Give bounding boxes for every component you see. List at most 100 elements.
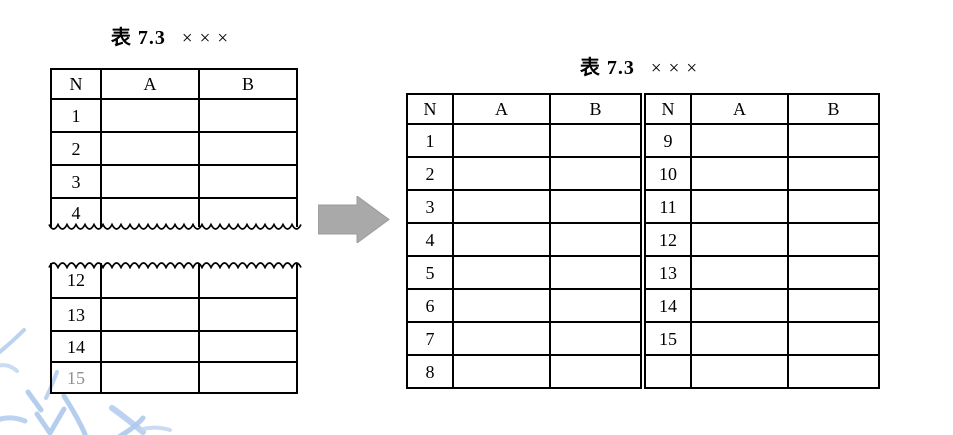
row-number: 10 bbox=[644, 156, 692, 191]
row-number: 15 bbox=[50, 361, 102, 394]
right-table-caption-placeholder: ××× bbox=[650, 58, 705, 79]
cell-a bbox=[690, 222, 789, 257]
cell-a bbox=[690, 354, 789, 389]
table-row: 3 bbox=[50, 164, 298, 199]
cell-b bbox=[198, 131, 298, 166]
cell-a bbox=[452, 321, 551, 356]
table-row: 15 bbox=[50, 361, 298, 394]
right-table-second-half: N A B 9 10 11 12 13 14 15 bbox=[644, 93, 880, 389]
table-row: 5 bbox=[406, 255, 642, 290]
cell-b bbox=[787, 321, 880, 356]
cell-a bbox=[100, 330, 200, 363]
table-row: 2 bbox=[50, 131, 298, 166]
header-row: N A B bbox=[644, 93, 880, 125]
table-row: 13 bbox=[50, 297, 298, 332]
torn-edge-wave-bottom bbox=[48, 222, 302, 230]
cell-a bbox=[452, 354, 551, 389]
col-header-n: N bbox=[644, 93, 692, 125]
table-row: 4 bbox=[406, 222, 642, 257]
row-number: 8 bbox=[406, 354, 454, 389]
cell-a bbox=[452, 288, 551, 323]
cell-b bbox=[198, 164, 298, 199]
table-row: 13 bbox=[644, 255, 880, 290]
cell-a bbox=[452, 255, 551, 290]
cell-b bbox=[549, 354, 642, 389]
transform-right-arrow-icon bbox=[318, 196, 390, 243]
cell-b bbox=[787, 288, 880, 323]
cell-b bbox=[198, 98, 298, 133]
right-table-title: 表 7.3××× bbox=[406, 51, 878, 80]
cell-b bbox=[549, 288, 642, 323]
cell-b bbox=[549, 156, 642, 191]
table-row: 6 bbox=[406, 288, 642, 323]
watermark-strokes bbox=[0, 328, 172, 435]
row-number: 14 bbox=[644, 288, 692, 323]
table-row: 2 bbox=[406, 156, 642, 191]
cell-a bbox=[690, 189, 789, 224]
cell-a bbox=[100, 361, 200, 394]
cell-a bbox=[452, 123, 551, 158]
col-header-n: N bbox=[50, 68, 102, 100]
row-number: 6 bbox=[406, 288, 454, 323]
row-number: 2 bbox=[406, 156, 454, 191]
col-header-b: B bbox=[787, 93, 880, 125]
row-number: 11 bbox=[644, 189, 692, 224]
col-header-b: B bbox=[198, 68, 298, 100]
cell-b bbox=[549, 222, 642, 257]
table-row: 9 bbox=[644, 123, 880, 158]
col-header-n: N bbox=[406, 93, 454, 125]
table-row: 12 bbox=[644, 222, 880, 257]
row-number: 9 bbox=[644, 123, 692, 158]
table-row: 1 bbox=[50, 98, 298, 133]
cell-b bbox=[198, 297, 298, 332]
cell-a bbox=[452, 189, 551, 224]
cell-a bbox=[690, 255, 789, 290]
cell-b bbox=[549, 255, 642, 290]
row-number: 12 bbox=[50, 263, 102, 299]
table-row: 4 bbox=[50, 197, 298, 227]
cell-a bbox=[100, 164, 200, 199]
col-header-a: A bbox=[100, 68, 200, 100]
row-number: 3 bbox=[406, 189, 454, 224]
right-table-first-half: N A B 1 2 3 4 5 6 7 8 bbox=[406, 93, 642, 389]
row-number: 5 bbox=[406, 255, 454, 290]
cell-a bbox=[100, 197, 200, 227]
row-number: 15 bbox=[644, 321, 692, 356]
left-table-number: 表 7.3 bbox=[110, 27, 166, 49]
cell-a bbox=[690, 321, 789, 356]
table-row: 14 bbox=[644, 288, 880, 323]
left-table-title: 表 7.3 ××× bbox=[50, 21, 296, 50]
table-row: 3 bbox=[406, 189, 642, 224]
col-header-b: B bbox=[549, 93, 642, 125]
table-row bbox=[644, 354, 880, 389]
table-row: 14 bbox=[50, 330, 298, 363]
left-table-fragment-bottom: 12 13 14 15 bbox=[50, 263, 298, 394]
row-number: 4 bbox=[406, 222, 454, 257]
table-row: 1 bbox=[406, 123, 642, 158]
row-number: 13 bbox=[50, 297, 102, 332]
cell-b bbox=[549, 189, 642, 224]
table-row: 12 bbox=[50, 263, 298, 299]
cell-b bbox=[787, 156, 880, 191]
cell-b bbox=[198, 330, 298, 363]
cell-b bbox=[198, 263, 298, 299]
row-number: 1 bbox=[50, 98, 102, 133]
row-number: 1 bbox=[406, 123, 454, 158]
row-number: 4 bbox=[50, 197, 102, 227]
table-row: 10 bbox=[644, 156, 880, 191]
cell-a bbox=[690, 156, 789, 191]
cell-b bbox=[198, 197, 298, 227]
cell-b bbox=[787, 189, 880, 224]
cell-b bbox=[787, 255, 880, 290]
cell-a bbox=[690, 288, 789, 323]
row-number: 3 bbox=[50, 164, 102, 199]
cell-b bbox=[787, 354, 880, 389]
row-number: 7 bbox=[406, 321, 454, 356]
cell-a bbox=[690, 123, 789, 158]
cell-b bbox=[787, 123, 880, 158]
cell-a bbox=[452, 222, 551, 257]
table-row: 7 bbox=[406, 321, 642, 356]
cell-b bbox=[549, 321, 642, 356]
left-table-caption-placeholder: ××× bbox=[181, 28, 236, 49]
